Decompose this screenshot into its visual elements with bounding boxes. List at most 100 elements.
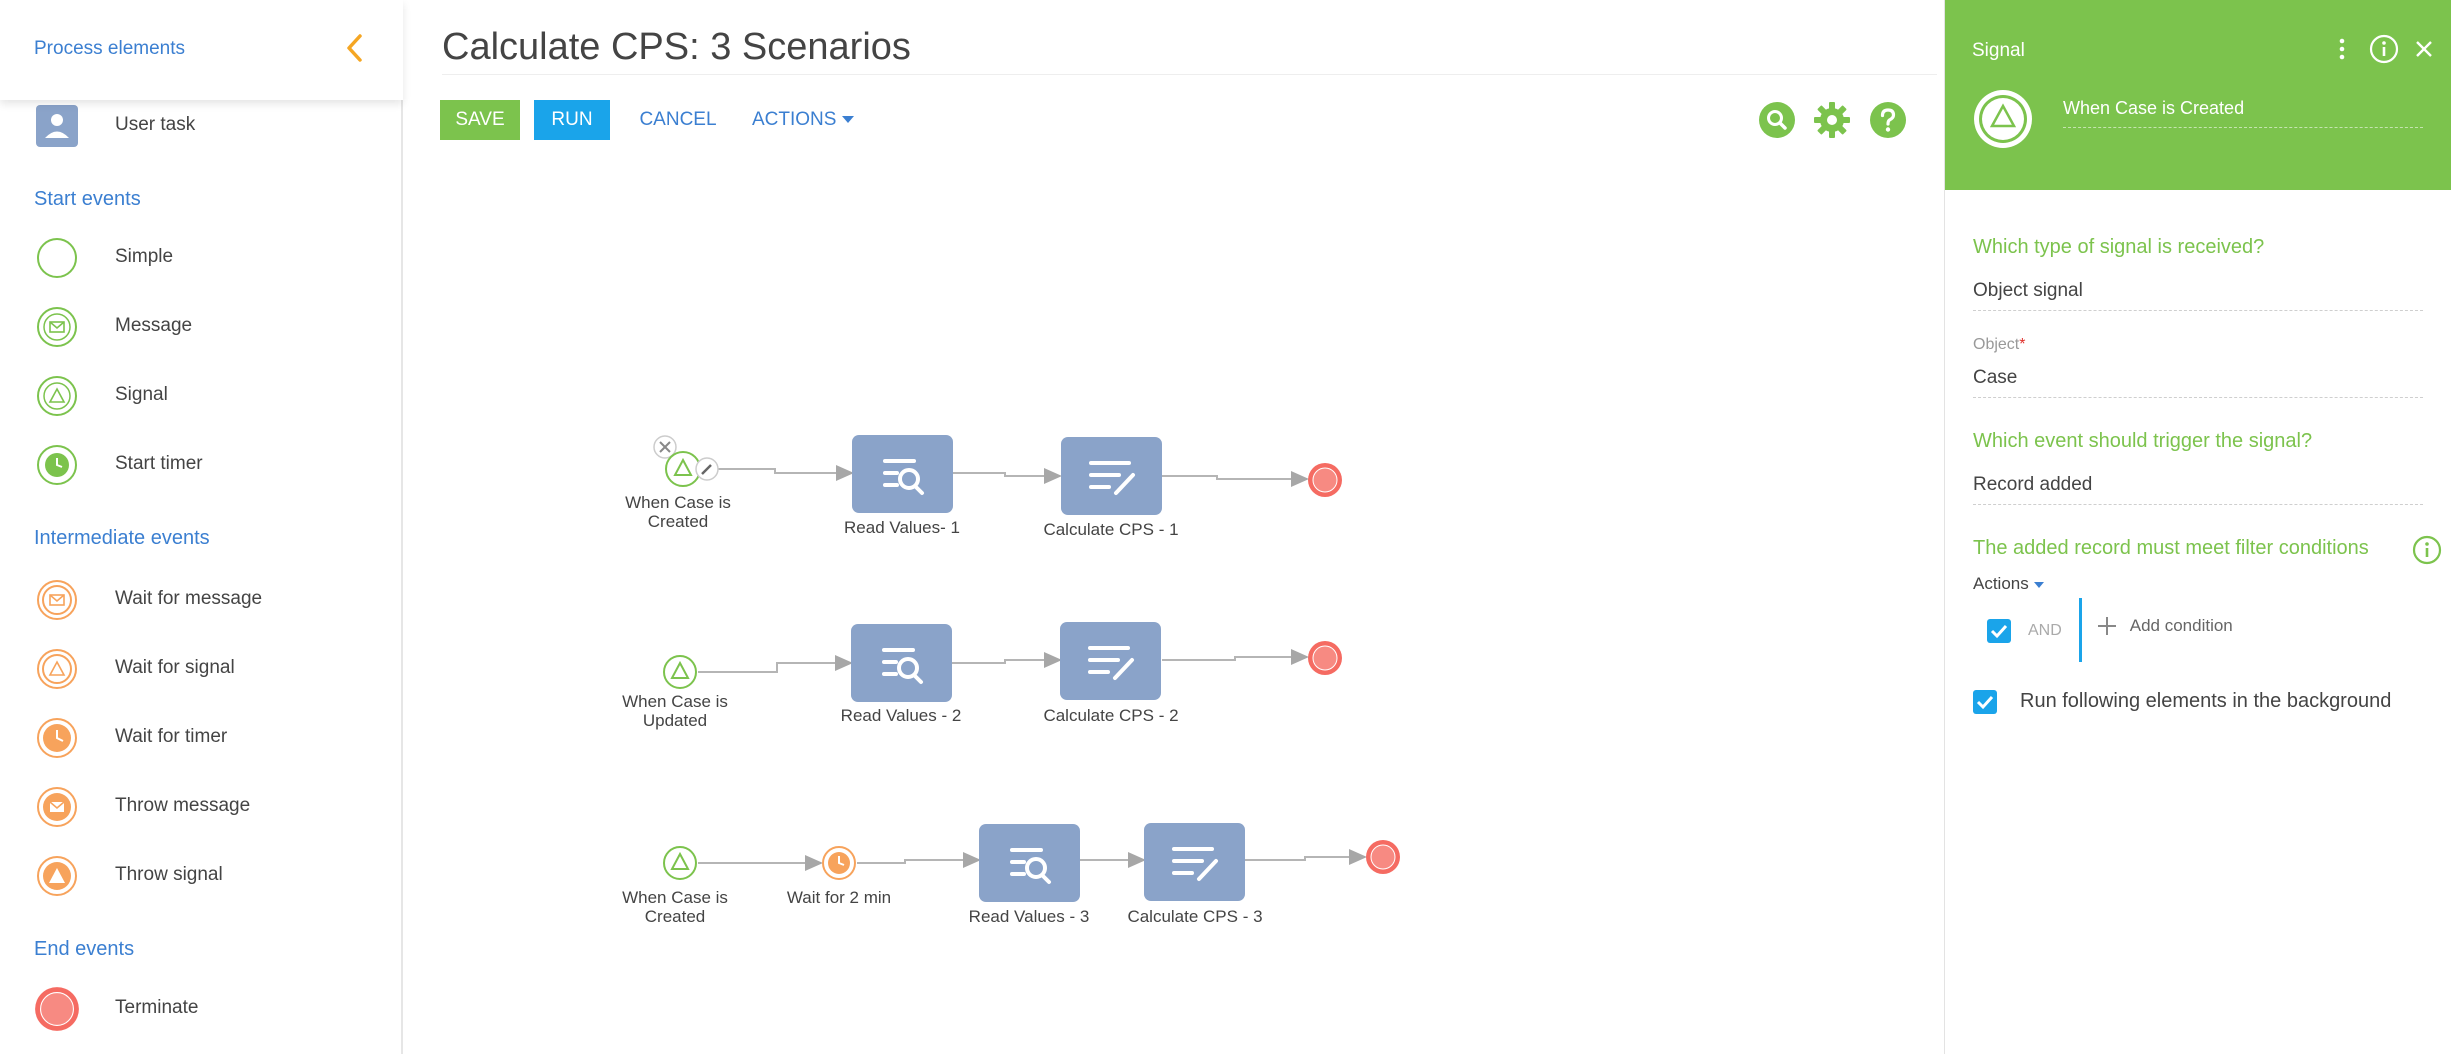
object-label-text: Object: [1973, 336, 2020, 353]
throw-signal-icon: [37, 856, 77, 896]
signal-type-field[interactable]: Object signal: [1973, 280, 2423, 311]
simple-start-icon: [37, 238, 77, 278]
row3-wait-timer[interactable]: [821, 845, 857, 881]
row1-read-values-task[interactable]: [852, 435, 953, 513]
object-label: Object*: [1973, 336, 2025, 354]
info-button[interactable]: [2367, 32, 2401, 66]
row3-read-values-task[interactable]: [979, 824, 1080, 902]
required-marker: *: [2019, 336, 2026, 353]
help-button[interactable]: [1868, 100, 1908, 140]
palette-item-label: Simple: [115, 246, 174, 267]
element-name-field[interactable]: When Case is Created: [2063, 98, 2423, 128]
palette-item-wait-for-timer[interactable]: Wait for timer: [0, 707, 400, 767]
palette-item-label: Start timer: [115, 453, 203, 474]
filter-actions-menu[interactable]: Actions: [1973, 574, 2044, 594]
palette-item-label: Throw message: [115, 795, 251, 816]
palette-item-throw-signal[interactable]: Throw signal: [0, 845, 400, 905]
palette-item-label: Message: [115, 315, 193, 336]
palette-item-signal[interactable]: Signal: [0, 365, 400, 425]
flow-1-a: [718, 465, 854, 481]
wait-message-icon: [37, 580, 77, 620]
row2-end-event[interactable]: [1307, 640, 1343, 676]
flow-1-c: [1162, 471, 1309, 487]
row1-end-event[interactable]: [1307, 462, 1343, 498]
row3-start-signal[interactable]: [662, 845, 698, 881]
filter-actions-label: Actions: [1973, 574, 2029, 593]
checkmark-icon: [1976, 695, 1994, 710]
filter-info-button[interactable]: [2411, 534, 2443, 566]
read-data-icon: [883, 459, 924, 495]
process-elements-panel: Process elements User task Start events …: [0, 0, 403, 1054]
event-question: Which event should trigger the signal?: [1973, 430, 2313, 452]
row1-calculate-task[interactable]: [1061, 437, 1162, 515]
row2-read-values-task[interactable]: [851, 624, 952, 702]
flow-3-d: [1245, 849, 1367, 865]
info-icon: [2369, 34, 2399, 64]
filter-question: The added record must meet filter condit…: [1973, 537, 2369, 559]
section-end-events: End events: [34, 938, 135, 960]
row2-start-signal[interactable]: [662, 654, 698, 690]
row2-calculate-task[interactable]: [1060, 622, 1161, 700]
palette-item-terminate[interactable]: Terminate: [0, 978, 400, 1038]
palette-item-message[interactable]: Message: [0, 296, 400, 356]
throw-message-icon: [37, 787, 77, 827]
run-button[interactable]: RUN: [534, 100, 610, 140]
row3-calc-label: Calculate CPS - 3: [1127, 907, 1263, 926]
flow-2-b: [952, 652, 1062, 668]
and-group-checkbox[interactable]: [1987, 619, 2011, 643]
row3-read-label: Read Values - 3: [968, 907, 1090, 926]
properties-header: Signal When Case is Created: [1945, 0, 2451, 190]
diagram-flows: [698, 465, 1367, 871]
row1-start-signal-selected[interactable]: [648, 433, 728, 493]
palette-item-wait-for-signal[interactable]: Wait for signal: [0, 638, 400, 698]
more-options-button[interactable]: [2325, 32, 2359, 66]
palette-header: Process elements: [0, 0, 403, 100]
object-field[interactable]: Case: [1973, 367, 2423, 398]
terminate-end-icon: [35, 987, 79, 1031]
settings-button[interactable]: [1812, 100, 1852, 140]
timer-start-icon: [37, 445, 77, 485]
palette-item-label: Throw signal: [115, 864, 223, 885]
actions-menu[interactable]: ACTIONS: [752, 100, 876, 140]
user-task-icon: [36, 105, 78, 147]
row2-read-label: Read Values - 2: [840, 706, 962, 725]
cancel-button[interactable]: CANCEL: [624, 100, 732, 140]
event-field[interactable]: Record added: [1973, 474, 2423, 505]
signal-type-question: Which type of signal is received?: [1973, 236, 2265, 258]
palette-item-start-timer[interactable]: Start timer: [0, 434, 400, 494]
element-type-title: Signal: [1972, 40, 2025, 61]
close-panel-button[interactable]: [2407, 32, 2441, 66]
help-icon: [1870, 102, 1906, 138]
signal-start-icon: [37, 376, 77, 416]
wait-signal-icon: [37, 649, 77, 689]
palette-item-user-task[interactable]: User task: [0, 95, 400, 155]
plus-icon: [2098, 617, 2116, 635]
read-data-icon: [882, 648, 923, 684]
element-properties-panel: Signal When Case is Created Which type o…: [1944, 0, 2451, 1054]
collapse-panel-button[interactable]: [340, 30, 370, 66]
palette-item-simple[interactable]: Simple: [0, 227, 400, 287]
flow-3-b: [857, 852, 981, 868]
caret-down-icon: [842, 116, 855, 124]
and-operator-label: AND: [2028, 622, 2062, 639]
caret-down-icon: [2033, 581, 2044, 588]
add-condition-button[interactable]: Add condition: [2095, 614, 2233, 646]
page-title: Calculate CPS: 3 Scenarios: [442, 26, 911, 68]
palette-item-throw-message[interactable]: Throw message: [0, 776, 400, 836]
row3-end-event[interactable]: [1365, 839, 1401, 875]
save-button[interactable]: SAVE: [440, 100, 520, 140]
search-button[interactable]: [1757, 100, 1797, 140]
gear-icon: [1814, 102, 1850, 138]
row1-read-label: Read Values- 1: [844, 518, 960, 537]
wait-timer-icon: [37, 718, 77, 758]
run-in-background-checkbox[interactable]: [1973, 690, 1997, 714]
row3-calculate-task[interactable]: [1144, 823, 1245, 901]
row1-calc-label: Calculate CPS - 1: [1043, 520, 1179, 539]
palette-item-label: Wait for message: [115, 588, 263, 609]
palette-item-label: Terminate: [115, 997, 199, 1018]
palette-item-wait-for-message[interactable]: Wait for message: [0, 569, 400, 629]
checkmark-icon: [1990, 624, 2008, 639]
flow-2-c: [1162, 649, 1309, 665]
signal-event-icon: [1974, 90, 2032, 148]
